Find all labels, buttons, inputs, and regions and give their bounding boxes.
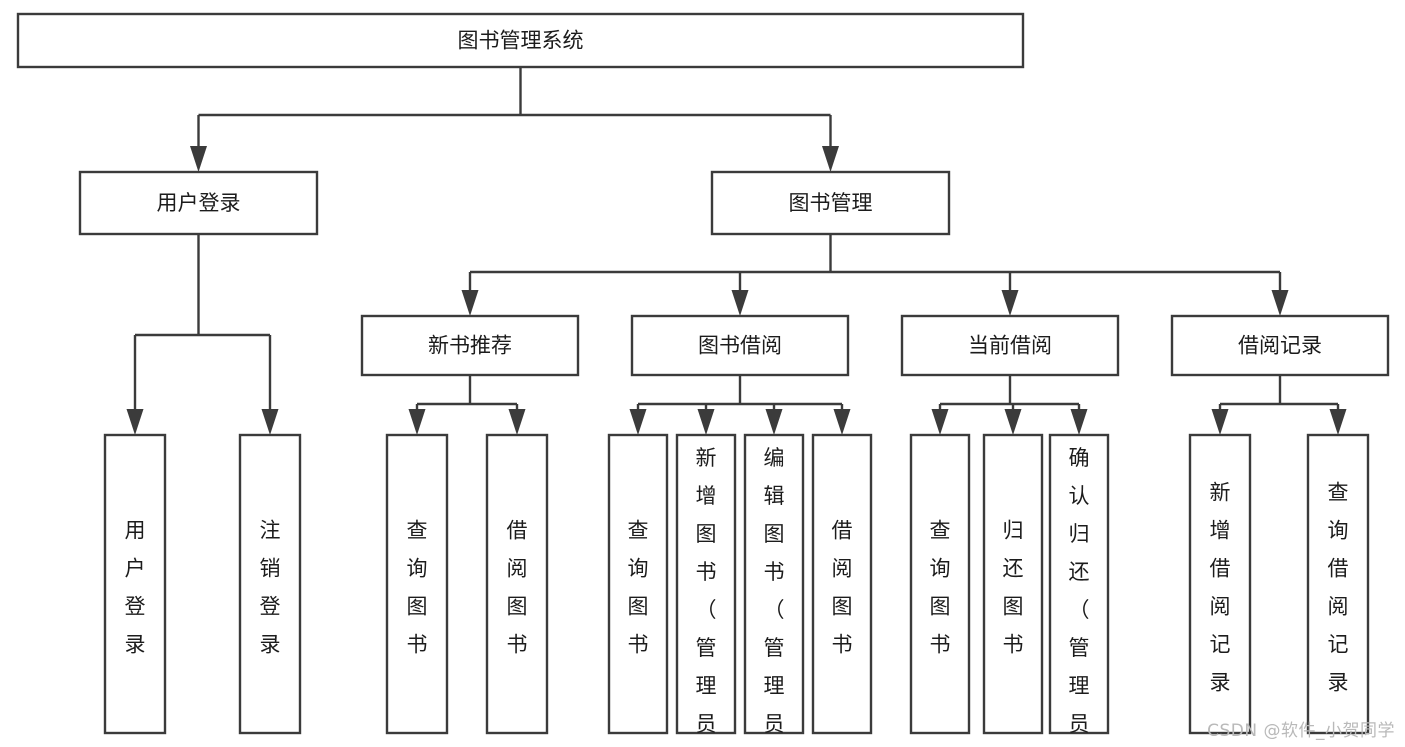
arrow-head-leaf-return-book (1004, 409, 1022, 435)
arrow-head-leaf-user-login (126, 409, 144, 435)
node-leaf-query-book-3[interactable]: 查询图书 (909, 433, 971, 735)
node-label-book-manage: 图书管理 (789, 191, 873, 215)
node-box-user-login[interactable] (78, 170, 319, 236)
arrow-head-book-borrow (731, 290, 749, 316)
node-box-leaf-add-book[interactable] (675, 433, 737, 735)
node-label-root: 图书管理系统 (458, 29, 584, 53)
arrow-head-leaf-query-book-3 (931, 409, 949, 435)
node-leaf-query-book-2[interactable]: 查询图书 (607, 433, 669, 735)
node-box-leaf-borrow-book-2[interactable] (811, 433, 873, 735)
node-current-borrow[interactable]: 当前借阅 (900, 314, 1120, 377)
node-box-current-borrow[interactable] (900, 314, 1120, 377)
node-box-leaf-logout[interactable] (238, 433, 302, 735)
node-label-leaf-add-book: 新增图书（管理员） (696, 446, 717, 747)
arrow-head-leaf-logout (261, 409, 279, 435)
node-leaf-return-book[interactable]: 归还图书 (982, 433, 1044, 735)
arrow-head-borrow-record (1271, 290, 1289, 316)
node-label-leaf-user-login: 用户登录 (125, 519, 146, 657)
node-book-manage[interactable]: 图书管理 (710, 170, 951, 236)
arrow-head-leaf-query-book-1 (408, 409, 426, 435)
node-leaf-borrow-book-1[interactable]: 借阅图书 (485, 433, 549, 735)
arrow-head-leaf-edit-book (765, 409, 783, 435)
arrow-head-leaf-confirm-return (1070, 409, 1088, 435)
node-box-new-book-rec[interactable] (360, 314, 580, 377)
node-leaf-query-record[interactable]: 查询借阅记录 (1306, 433, 1370, 735)
arrow-head-leaf-add-book (697, 409, 715, 435)
node-box-leaf-add-record[interactable] (1188, 433, 1252, 735)
node-box-leaf-query-book-1[interactable] (385, 433, 449, 735)
node-label-leaf-query-book-1: 查询图书 (407, 519, 428, 657)
node-label-leaf-query-book-2: 查询图书 (628, 519, 649, 657)
node-box-leaf-query-record[interactable] (1306, 433, 1370, 735)
arrow-head-leaf-query-book-2 (629, 409, 647, 435)
connector-layer (126, 67, 1347, 435)
node-box-leaf-query-book-2[interactable] (607, 433, 669, 735)
node-box-leaf-edit-book[interactable] (743, 433, 805, 735)
node-box-leaf-query-book-3[interactable] (909, 433, 971, 735)
node-box-book-manage[interactable] (710, 170, 951, 236)
node-box-book-borrow[interactable] (630, 314, 850, 377)
node-layer: 图书管理系统用户登录图书管理新书推荐图书借阅当前借阅借阅记录用户登录注销登录查询… (16, 12, 1390, 747)
arrow-head-current-borrow (1001, 290, 1019, 316)
node-user-login[interactable]: 用户登录 (78, 170, 319, 236)
node-box-leaf-user-login[interactable] (103, 433, 167, 735)
node-label-user-login: 用户登录 (157, 191, 241, 215)
node-label-leaf-query-record: 查询借阅记录 (1328, 481, 1349, 695)
node-label-current-borrow: 当前借阅 (968, 334, 1052, 358)
node-label-new-book-rec: 新书推荐 (428, 334, 512, 358)
node-borrow-record[interactable]: 借阅记录 (1170, 314, 1390, 377)
arrow-head-user-login (190, 146, 207, 172)
node-label-leaf-logout: 注销登录 (260, 519, 281, 657)
node-new-book-rec[interactable]: 新书推荐 (360, 314, 580, 377)
node-label-leaf-borrow-book-2: 借阅图书 (832, 519, 853, 657)
node-label-leaf-return-book: 归还图书 (1003, 519, 1024, 657)
node-box-leaf-confirm-return[interactable] (1048, 433, 1110, 735)
node-box-root[interactable] (16, 12, 1025, 69)
node-box-leaf-borrow-book-1[interactable] (485, 433, 549, 735)
node-leaf-confirm-return[interactable]: 确认归还（管理员） (1048, 433, 1110, 747)
node-leaf-user-login[interactable]: 用户登录 (103, 433, 167, 735)
node-label-leaf-edit-book: 编辑图书（管理员） (764, 446, 785, 747)
node-label-leaf-add-record: 新增借阅记录 (1210, 481, 1231, 695)
node-label-borrow-record: 借阅记录 (1238, 334, 1322, 358)
node-leaf-add-book[interactable]: 新增图书（管理员） (675, 433, 737, 747)
node-label-leaf-confirm-return: 确认归还（管理员） (1069, 446, 1090, 747)
node-leaf-borrow-book-2[interactable]: 借阅图书 (811, 433, 873, 735)
node-leaf-add-record[interactable]: 新增借阅记录 (1188, 433, 1252, 735)
node-root[interactable]: 图书管理系统 (16, 12, 1025, 69)
node-label-leaf-borrow-book-1: 借阅图书 (507, 519, 528, 657)
arrow-head-leaf-query-record (1329, 409, 1347, 435)
node-box-borrow-record[interactable] (1170, 314, 1390, 377)
arrow-head-book-manage (822, 146, 839, 172)
csdn-watermark: CSDN @软件_小贺同学 (1207, 721, 1395, 741)
node-book-borrow[interactable]: 图书借阅 (630, 314, 850, 377)
node-leaf-query-book-1[interactable]: 查询图书 (385, 433, 449, 735)
node-label-book-borrow: 图书借阅 (698, 334, 782, 358)
arrow-head-leaf-add-record (1211, 409, 1229, 435)
node-box-leaf-return-book[interactable] (982, 433, 1044, 735)
arrow-head-leaf-borrow-book-2 (833, 409, 851, 435)
node-leaf-logout[interactable]: 注销登录 (238, 433, 302, 735)
arrow-head-new-book-rec (461, 290, 479, 316)
node-leaf-edit-book[interactable]: 编辑图书（管理员） (743, 433, 805, 747)
node-label-leaf-query-book-3: 查询图书 (930, 519, 951, 657)
arrow-head-leaf-borrow-book-1 (508, 409, 526, 435)
